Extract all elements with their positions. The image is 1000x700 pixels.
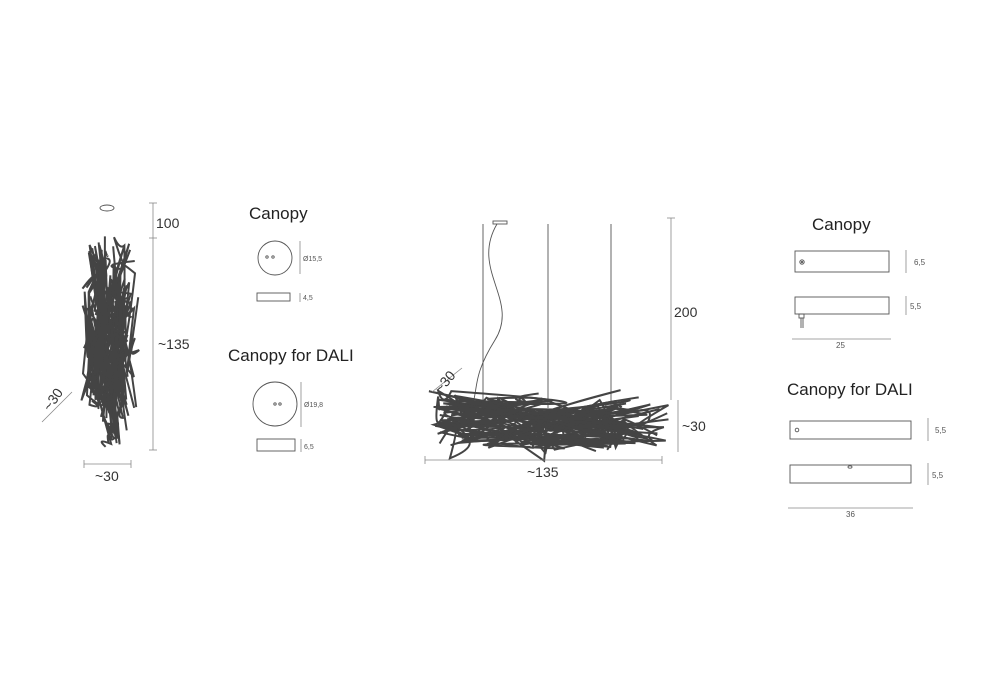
rect-canopy-length-label: 25 (836, 341, 845, 350)
wire-loop (486, 420, 557, 449)
width-label: ~30 (95, 468, 119, 484)
horizontal-lamp-tangle (428, 388, 669, 463)
wire-loop (105, 337, 140, 393)
canopy-dali-title: Canopy for DALI (228, 346, 354, 365)
rect-canopy-dali-side-view (789, 464, 912, 484)
rect-canopy-title: Canopy (812, 215, 871, 234)
horizontal-lamp-canopy (492, 220, 508, 225)
canopy-dali-top-view (252, 381, 298, 427)
canopy-diameter-label: Ø15,5 (303, 256, 322, 263)
rect-canopy-dali-length-label: 36 (846, 510, 855, 519)
cable-length-label: 100 (156, 215, 180, 231)
wire-loop (438, 419, 518, 461)
canopy-height-label: 4,5 (303, 295, 313, 302)
rect-canopy-side-height-label: 5,5 (910, 302, 922, 311)
wire-loop (91, 325, 103, 410)
vertical-lamp-canopy (99, 204, 115, 212)
rect-canopy-top-view (794, 250, 890, 273)
wire-loop (521, 419, 630, 444)
body-height-label: ~30 (682, 418, 706, 434)
length-label: ~135 (527, 464, 559, 480)
wire-loop (549, 418, 628, 442)
round-canopies: Canopy Ø15,5 4,5 Canopy for DALI Ø19,8 6… (228, 204, 354, 452)
rect-canopy-top-height-label: 6,5 (914, 258, 926, 267)
rect-canopy-dali-top-height-label: 5,5 (935, 426, 947, 435)
vertical-lamp: 100 ~135 ~30 ~30 (39, 202, 190, 484)
rect-canopy-dali-top-view (789, 420, 912, 440)
height-label: ~135 (158, 336, 190, 352)
rect-canopy-dali-side-height-label: 5,5 (932, 471, 944, 480)
horizontal-lamp: 200 ~30 ~135 ~30 (424, 217, 706, 480)
canopy-top-view (257, 240, 293, 276)
rect-canopy-dali-title: Canopy for DALI (787, 380, 913, 399)
canopy-side-view (256, 292, 291, 302)
canopy-dali-height-label: 6,5 (304, 444, 314, 451)
depth-dimension-line (41, 391, 73, 423)
wire-loop (98, 399, 113, 448)
wire-loop (482, 421, 547, 463)
canopy-dali-diameter-label: Ø19,8 (304, 402, 323, 409)
depth-label: ~30 (39, 385, 66, 414)
wire-loop (453, 394, 546, 419)
vertical-lamp-tangle (80, 236, 140, 448)
wire-loop (104, 319, 122, 399)
canopy-dali-side-view (256, 438, 296, 452)
suspension-height-label: 200 (674, 304, 698, 320)
wire-loop (87, 242, 109, 340)
rect-canopy-side-view (794, 296, 890, 315)
power-cable (469, 223, 503, 411)
wire-loop (521, 429, 558, 448)
rect-canopies: Canopy 6,5 5,5 25 Canopy for DALI 5,5 5,… (787, 215, 947, 519)
canopy-title: Canopy (249, 204, 308, 223)
